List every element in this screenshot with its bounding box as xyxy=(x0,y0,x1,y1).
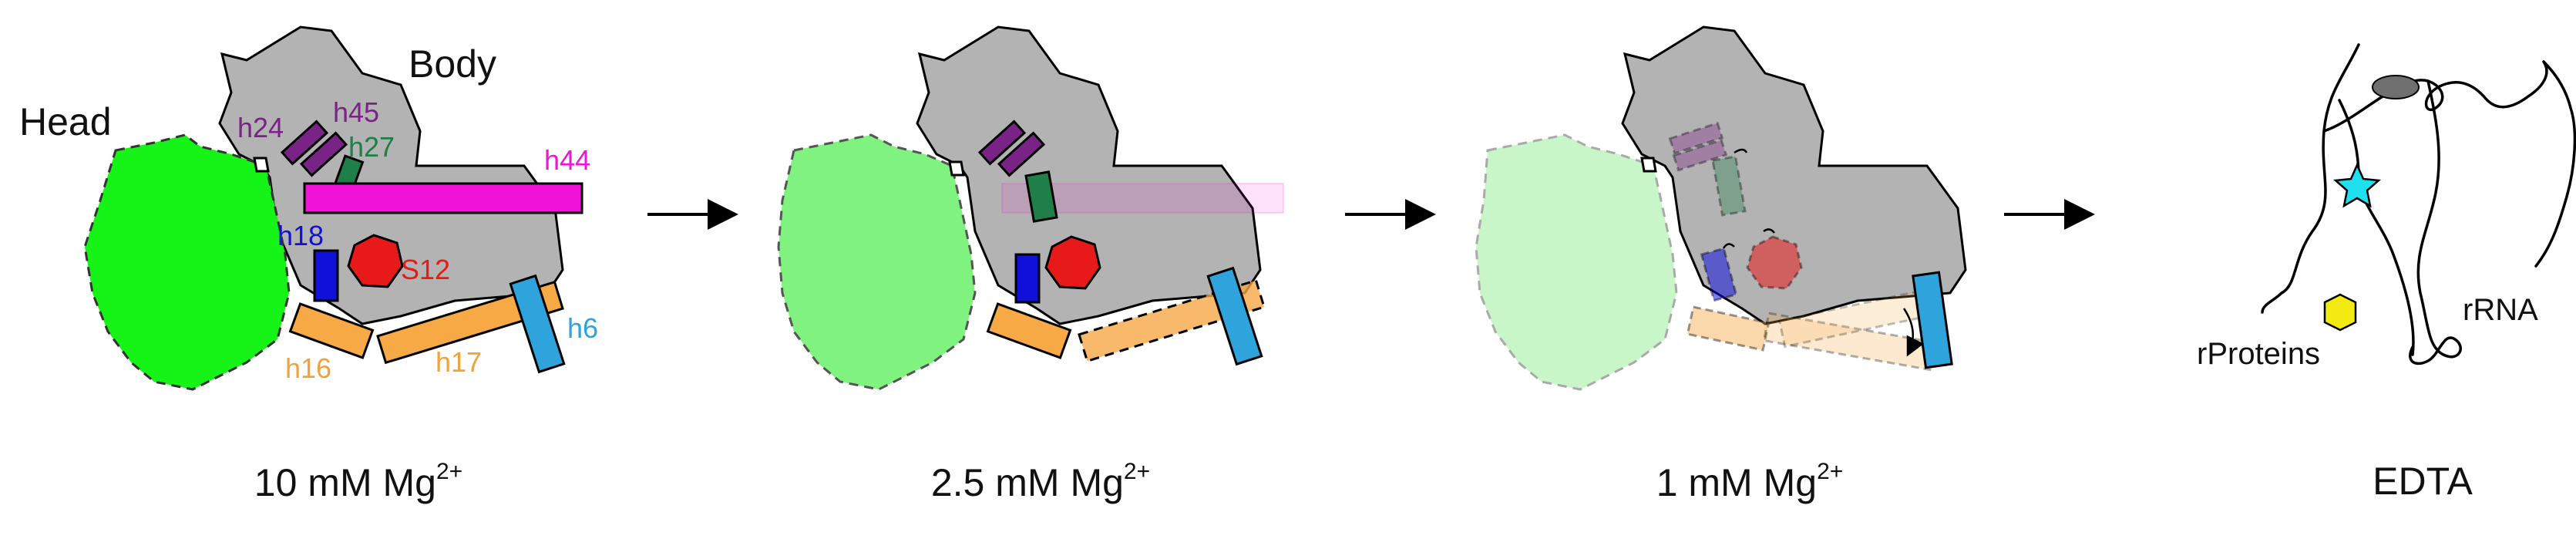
helix-h16 xyxy=(986,302,1072,359)
label-h18: h18 xyxy=(277,220,324,251)
protein-s12 xyxy=(1044,235,1101,290)
head-body-hinge xyxy=(1640,157,1657,173)
label-rproteins: rProteins xyxy=(2197,337,2320,371)
helix-h24-faded xyxy=(1668,121,1724,155)
rprotein-hexagon xyxy=(2323,293,2357,332)
caption-1mM: 1 mM Mg2+ xyxy=(1656,459,1844,504)
panel-1mM xyxy=(1475,25,1967,391)
panel-edta: rProteins rRNA xyxy=(2197,43,2576,371)
helix-h45 xyxy=(997,131,1046,177)
caption-edta: EDTA xyxy=(2373,460,2473,503)
protein-s12 xyxy=(347,234,404,288)
helix-h18 xyxy=(313,249,339,302)
helix-h16-faded xyxy=(1686,305,1771,352)
helix-h6 xyxy=(509,274,566,374)
caption-2-5mM: 2.5 mM Mg2+ xyxy=(930,459,1151,504)
label-body: Body xyxy=(409,42,496,86)
helix-h6 xyxy=(1912,271,1953,369)
head-subunit xyxy=(83,133,291,391)
label-h24: h24 xyxy=(237,112,284,143)
helix-h27 xyxy=(1024,170,1058,223)
helix-h18-faded xyxy=(1700,247,1738,302)
helix-h45-faded xyxy=(1672,138,1728,172)
label-s12: S12 xyxy=(401,254,450,285)
head-body-hinge xyxy=(253,157,270,173)
movement-arrow xyxy=(1902,308,1925,357)
label-h6: h6 xyxy=(567,312,598,344)
helix-h24 xyxy=(977,120,1027,166)
helix-h18 xyxy=(1014,253,1041,304)
helix-h6 xyxy=(1206,266,1263,366)
body-subunit xyxy=(1621,25,1967,325)
movement-arrow xyxy=(1722,243,1735,249)
panel-2-5mM xyxy=(777,25,1284,391)
helix-h16 xyxy=(288,302,375,359)
label-h44: h44 xyxy=(544,144,590,176)
protein-s12-faded xyxy=(1746,235,1803,290)
label-h45: h45 xyxy=(333,96,379,128)
helix-h27-faded xyxy=(1711,155,1747,217)
label-h27: h27 xyxy=(348,131,395,163)
movement-arrow xyxy=(1763,228,1775,234)
label-rrna: rRNA xyxy=(2463,293,2538,327)
movement-arrow xyxy=(1734,148,1748,154)
helix-h24 xyxy=(280,120,329,166)
head-body-hinge xyxy=(948,160,965,177)
helix-h17-faded xyxy=(1762,312,1938,372)
helix-h44 xyxy=(303,182,583,214)
head-subunit xyxy=(777,133,977,391)
head-subunit xyxy=(1475,133,1678,391)
caption-10mM: 10 mM Mg2+ xyxy=(254,459,463,504)
panel-10mM: Head Body h24 h45 h27 h44 h18 S12 h16 h1… xyxy=(19,25,598,391)
rprotein-star xyxy=(2332,162,2382,208)
label-h17: h17 xyxy=(435,346,482,378)
label-head: Head xyxy=(19,100,112,143)
label-h16: h16 xyxy=(285,352,331,384)
rprotein-oval xyxy=(2372,75,2420,99)
rrna-strand xyxy=(2261,43,2576,366)
helix-h45 xyxy=(299,131,348,177)
